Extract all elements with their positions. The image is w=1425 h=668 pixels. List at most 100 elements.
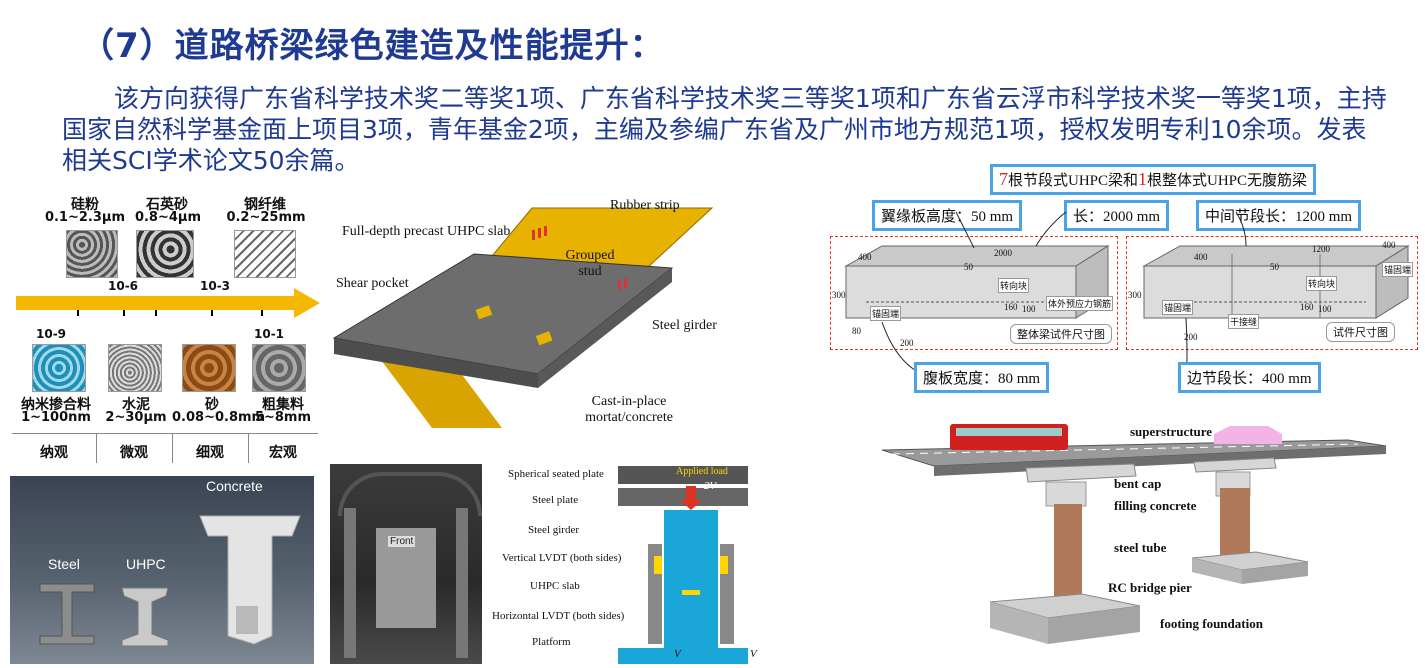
level-micro: 微观 (120, 445, 148, 461)
dim-left-160: 160 (1004, 302, 1018, 312)
tick-label-1e-6: 10-6 (108, 279, 139, 293)
bridge-label-footing: footing foundation (1160, 616, 1263, 631)
scale-arrow (16, 288, 320, 318)
small-right-anchor: 锚固端 (1162, 300, 1194, 315)
scale-top-item-1-range: 0.1~2.3μm (44, 210, 126, 225)
test-label-horizontal-lvdt: Horizontal LVDT (both sides) (492, 610, 625, 622)
test-label-steel-girder: Steel girder (528, 524, 580, 536)
bridge-label-bentcap: bent cap (1114, 476, 1162, 491)
scale-bottom-item-4-range: 5~8mm (254, 410, 312, 425)
uhpc-title-tail: 根整体式UHPC无腹筋梁 (1147, 173, 1308, 189)
small-left-deviator: 转向块 (998, 278, 1030, 293)
nano-admixture-image (32, 344, 86, 392)
dim-left-2000: 2000 (994, 248, 1012, 258)
scale-bottom-item-2-range: 2~30μm (105, 410, 167, 425)
test-label-uhpc-slab: UHPC slab (530, 580, 580, 592)
cement-image (108, 344, 162, 392)
right-beam-frame (1126, 236, 1418, 350)
uhpc-title-box: 7根节段式UHPC梁和1根整体式UHPC无腹筋梁 (990, 164, 1317, 195)
small-right-anchor-end: 锚固端 (1382, 262, 1414, 277)
slab-label-castinplace: Cast-in-place mortat/concrete (585, 394, 673, 425)
scale-top-item-1-name: 硅粉 (71, 197, 99, 213)
level-divider (12, 433, 318, 434)
scale-top-item-2-name: 石英砂 (146, 197, 188, 213)
test-label-spherical: Spherical seated plate (508, 468, 604, 480)
test-schematic (618, 466, 748, 664)
uhpc-title-count2: 1 (1138, 169, 1148, 189)
dim-left-200: 200 (900, 338, 914, 348)
test-label-steel-plate: Steel plate (532, 494, 579, 506)
scale-top-item-3-name: 钢纤维 (244, 197, 286, 213)
bridge-figure: superstructure bent cap filling concrete… (878, 410, 1418, 666)
uhpc-title-mid: 根节段式UHPC梁和 (1008, 173, 1139, 189)
dim-left-80: 80 (852, 326, 861, 336)
level-nano: 纳观 (40, 445, 68, 461)
scale-top-item-2-range: 0.8~4μm (134, 210, 202, 225)
tick-label-1e-9: 10-9 (36, 327, 67, 341)
scale-bottom-item-2-name: 水泥 (122, 397, 150, 413)
dim-right-1200: 1200 (1312, 244, 1330, 254)
intro-paragraph: 该方向获得广东省科学技术奖二等奖1项、广东省科学技术奖三等奖1项和广东省云浮市科… (62, 83, 1387, 176)
test-label-vertical-lvdt: Vertical LVDT (both sides) (502, 552, 622, 564)
small-left-tendon: 体外预应力钢筋 (1046, 296, 1114, 311)
tick-label-1e-3: 10-3 (200, 279, 231, 293)
test-photo: Front (330, 464, 482, 664)
dim-left-400: 400 (858, 252, 872, 262)
tick-label-1e-1: 10-1 (254, 327, 285, 341)
caption-left: 整体梁试件尺寸图 (1010, 324, 1112, 344)
photo-label-steel: Steel (48, 556, 80, 572)
dim-left-100: 100 (1022, 304, 1036, 314)
page-title: （7）道路桥梁绿色建造及性能提升： (80, 26, 665, 66)
scale-bottom-item-3-range: 0.08~0.8mm (172, 410, 266, 425)
dim-right-400b: 400 (1382, 240, 1396, 250)
slab-label-girder: Steel girder (652, 318, 717, 333)
bridge-drawing (881, 424, 1387, 644)
test-load-value: 2V (704, 480, 717, 492)
dim-right-160: 160 (1300, 302, 1314, 312)
level-meso: 细观 (196, 445, 224, 461)
test-photo-column-right (456, 508, 468, 658)
beam-photo: Concrete Steel UHPC (10, 476, 314, 664)
scale-bottom-item-1-range: 1~100nm (21, 410, 91, 425)
small-right-dryjoint: 干接缝 (1228, 314, 1260, 329)
dim-right-50: 50 (1270, 262, 1279, 272)
slab-label-precast: Full-depth precast UHPC slab (342, 224, 511, 239)
test-load-label: Applied load (676, 466, 728, 477)
level-sep-3 (248, 433, 249, 463)
level-sep-2 (172, 433, 173, 463)
sand-image (182, 344, 236, 392)
small-right-deviator: 转向块 (1306, 276, 1338, 291)
slab-label-stud: Grouped stud (565, 248, 615, 279)
steel-fiber-image (234, 230, 296, 278)
slab-figure: Full-depth precast UHPC slab Rubber stri… (322, 188, 732, 458)
scale-figure: 硅粉 0.1~2.3μm 石英砂 0.8~4μm 钢纤维 0.2~25mm 10… (8, 186, 320, 468)
test-reaction-right: V (750, 648, 757, 660)
test-label-platform: Platform (532, 636, 571, 648)
uhpc-title-count1: 7 (999, 169, 1008, 189)
bridge-label-superstructure: superstructure (1130, 424, 1213, 439)
box-web-width: 腹板宽度：80 mm (914, 362, 1050, 393)
dim-left-300: 300 (832, 290, 846, 300)
scale-bottom-item-4-name: 粗集料 (262, 397, 304, 413)
beam-photo-shapes (39, 515, 301, 647)
test-reaction-left: V (674, 648, 681, 660)
coarse-aggregate-image (252, 344, 306, 392)
small-left-anchor: 锚固端 (870, 306, 902, 321)
test-photo-column-left (344, 508, 356, 658)
bridge-label-pier: RC bridge pier (1108, 580, 1192, 595)
intro-text: 该方向获得广东省科学技术奖二等奖1项、广东省科学技术奖三等奖1项和广东省云浮市科… (62, 84, 1387, 175)
scale-bottom-item-1-name: 纳米掺合料 (21, 397, 91, 413)
dim-left-50: 50 (964, 262, 973, 272)
dim-right-400a: 400 (1194, 252, 1208, 262)
left-beam-frame (830, 236, 1118, 350)
slab-label-pocket: Shear pocket (336, 276, 409, 291)
box-length: 长：2000 mm (1064, 200, 1170, 231)
box-middle-segment: 中间节段长：1200 mm (1196, 200, 1362, 231)
test-figure: Front Spherical seated plate Steel plate… (330, 464, 770, 666)
scale-top-item-3-range: 0.2~25mm (226, 210, 306, 225)
quartz-sand-image (136, 230, 194, 278)
bridge-label-steeltube: steel tube (1114, 540, 1167, 555)
box-flange-height: 翼缘板高度：50 mm (872, 200, 1023, 231)
uhpc-beam-figure: 7根节段式UHPC梁和1根整体式UHPC无腹筋梁 翼缘板高度：50 mm 长：2… (826, 162, 1420, 393)
level-macro: 宏观 (269, 445, 297, 461)
